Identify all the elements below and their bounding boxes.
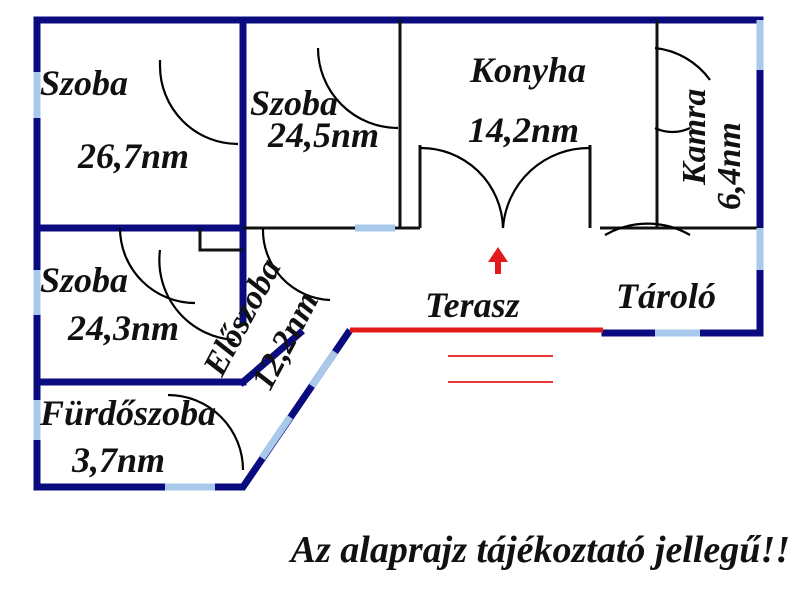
szoba2-name: Szoba <box>250 83 338 123</box>
szoba3-name: Szoba <box>40 260 128 300</box>
terrace-edge <box>350 327 603 383</box>
konyha-area: 14,2nm <box>468 110 579 150</box>
tarolo-name: Tároló <box>616 276 716 316</box>
szoba1-area: 26,7nm <box>77 136 189 176</box>
furdoszoba-area: 3,7nm <box>71 440 165 480</box>
szoba3-area: 24,3nm <box>67 308 179 348</box>
doors <box>118 46 711 471</box>
disclaimer-note: Az alaprajz tájékoztató jellegű!! <box>290 529 790 571</box>
szoba1-name: Szoba <box>40 63 128 103</box>
szoba2-area: 24,5nm <box>267 115 379 155</box>
terasz-name: Terasz <box>425 285 520 325</box>
kamra-area: 6,4nm <box>711 122 748 210</box>
room-labels: Szoba 26,7nm Szoba 24,5nm Konyha 14,2nm … <box>39 50 748 480</box>
furdoszoba-name: Fürdőszoba <box>39 393 216 433</box>
entrance-arrow-icon <box>488 247 508 274</box>
windows <box>33 20 764 491</box>
konyha-name: Konyha <box>469 50 586 90</box>
kamra-name: Kamra <box>676 89 713 186</box>
